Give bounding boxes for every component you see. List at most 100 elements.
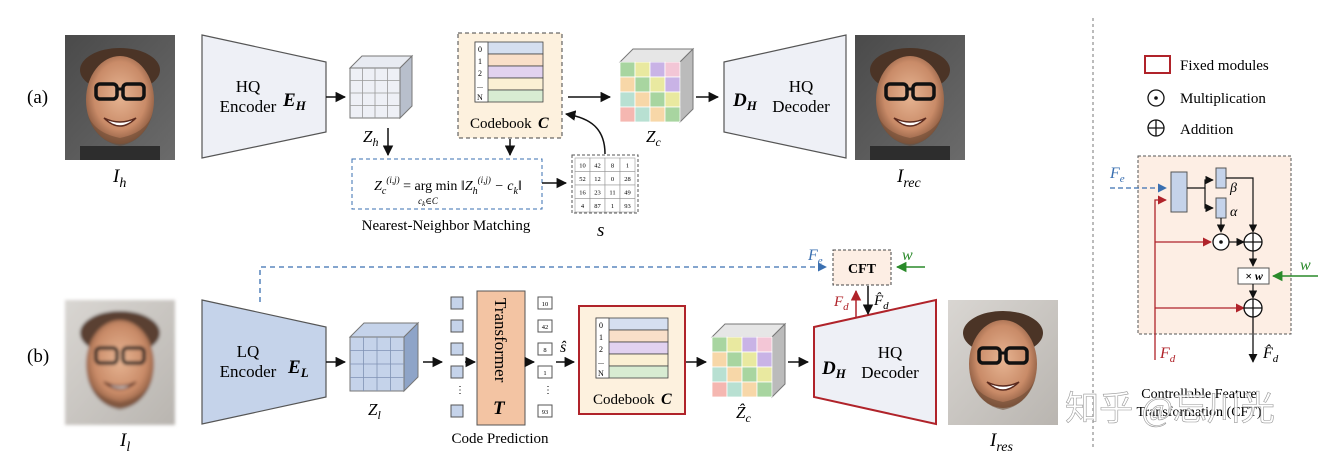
s-matrix-value: 28 xyxy=(624,176,631,183)
code-cell xyxy=(619,91,636,108)
svg-text:8: 8 xyxy=(543,347,546,354)
codebook-bottom-symbol: C xyxy=(661,391,672,408)
s-matrix-value: 0 xyxy=(611,176,614,183)
s-label: s xyxy=(597,220,604,241)
hq-decoder-bottom-line2: Decoder xyxy=(861,363,919,382)
photo-il xyxy=(65,300,175,425)
legend-fixed-text: Fixed modules xyxy=(1180,58,1269,74)
nn-matching-box xyxy=(351,158,543,210)
code-cell xyxy=(711,381,728,398)
svg-text:N: N xyxy=(598,369,604,378)
code-cell xyxy=(726,381,743,398)
hq-decoder-bottom-line1: HQ xyxy=(878,343,903,362)
code-cell xyxy=(711,366,728,383)
photo-ih xyxy=(65,35,175,160)
code-cell xyxy=(619,76,636,93)
transformer-label: Transformer xyxy=(491,298,510,383)
code-cell xyxy=(756,366,773,383)
codebook-top-idx-2: 2 xyxy=(478,69,482,78)
zc-hat-cube xyxy=(710,322,787,399)
codebook-top-idx-1: 1 xyxy=(478,57,482,66)
cft-detail-fe: Fe xyxy=(1109,165,1125,185)
code-cell xyxy=(619,61,636,78)
svg-text:1: 1 xyxy=(599,333,603,342)
hq-decoder-top-line1: HQ xyxy=(789,77,814,96)
codebook-bottom-label: Codebook xyxy=(593,392,655,408)
label-zc: Zc xyxy=(646,127,661,149)
cft-caption-1: Controllable Feature xyxy=(1141,387,1256,402)
cft-w-label: w xyxy=(902,247,913,264)
code-cell xyxy=(634,106,651,123)
s-matrix-value: 23 xyxy=(594,190,601,197)
s-matrix-value: 42 xyxy=(594,163,601,170)
svg-text:1: 1 xyxy=(543,370,546,377)
svg-text:0: 0 xyxy=(599,321,603,330)
hq-decoder-top-line2: Decoder xyxy=(772,97,830,116)
cft-detail-beta: β xyxy=(1229,181,1237,196)
codebook-top-idx-0: 0 xyxy=(478,45,482,54)
nn-caption: Nearest-Neighbor Matching xyxy=(362,218,531,234)
codebook-top-symbol: C xyxy=(538,115,549,132)
code-cell xyxy=(619,106,636,123)
label-irec: Irec xyxy=(896,166,921,191)
legend-mult-text: Multiplication xyxy=(1180,91,1266,107)
cft-detail-conv xyxy=(1170,171,1188,213)
hq-encoder-line2: Encoder xyxy=(220,97,277,116)
code-cell xyxy=(664,61,681,78)
transformer-symbol: T xyxy=(493,398,506,419)
code-cell xyxy=(664,76,681,93)
cft-fd-label: Fd xyxy=(833,294,849,313)
cft-caption-2: Transformation (CFT) xyxy=(1136,405,1261,420)
code-cell xyxy=(741,366,758,383)
code-cell xyxy=(741,351,758,368)
code-cell xyxy=(649,91,666,108)
codebook-top: 0 1 2 ... N xyxy=(457,32,563,139)
predicted-codes: 10 42 8 1 ⋮ 93 xyxy=(537,296,553,418)
code-cell xyxy=(634,91,651,108)
s-matrix-value: 12 xyxy=(594,176,601,183)
code-cell xyxy=(756,381,773,398)
label-zl: Zl xyxy=(368,400,381,422)
s-matrix-value: 87 xyxy=(594,203,601,210)
code-cell xyxy=(634,76,651,93)
s-matrix-value: 16 xyxy=(579,190,586,197)
s-matrix-cell xyxy=(619,198,636,213)
code-cell xyxy=(634,61,651,78)
svg-text:× w: × w xyxy=(1245,269,1264,283)
code-cell xyxy=(726,366,743,383)
s-hat-label: ŝ xyxy=(560,339,567,356)
hq-decoder-bottom xyxy=(813,298,937,426)
label-ires: Ires xyxy=(989,430,1013,455)
s-matrix-value: 52 xyxy=(579,176,586,183)
cft-detail-fd-line xyxy=(1154,195,1167,360)
code-cell xyxy=(741,381,758,398)
svg-text:⋮: ⋮ xyxy=(543,385,553,396)
cft-fe-label: Fe xyxy=(807,247,823,267)
s-matrix-value: 11 xyxy=(609,190,615,197)
label-il: Il xyxy=(119,430,130,455)
hq-decoder-top xyxy=(723,34,847,159)
codebook-top-idx-n: N xyxy=(477,93,483,102)
transformer-caption: Code Prediction xyxy=(451,431,549,447)
code-cell xyxy=(726,336,743,353)
svg-text:2: 2 xyxy=(599,345,603,354)
zh-cube xyxy=(348,54,414,120)
svg-text:93: 93 xyxy=(542,409,549,416)
zc-cube xyxy=(618,47,695,124)
codebook-top-label: Codebook xyxy=(470,116,532,132)
cft-detail-w: w xyxy=(1300,257,1311,274)
code-cell xyxy=(741,336,758,353)
lq-encoder xyxy=(201,299,327,425)
cft-fdhat-label: F̂d xyxy=(873,293,889,312)
cft-detail-beta-block xyxy=(1215,167,1227,189)
watermark: 知乎 @忘川光 xyxy=(1065,390,1275,428)
hq-encoder xyxy=(201,34,327,159)
photo-irec xyxy=(855,35,965,160)
svg-text:10: 10 xyxy=(542,301,549,308)
arrow-s-codebook xyxy=(564,110,606,155)
s-matrix-value: 10 xyxy=(579,163,586,170)
svg-text:⋮: ⋮ xyxy=(455,385,465,396)
lq-encoder-line2: Encoder xyxy=(220,362,277,381)
